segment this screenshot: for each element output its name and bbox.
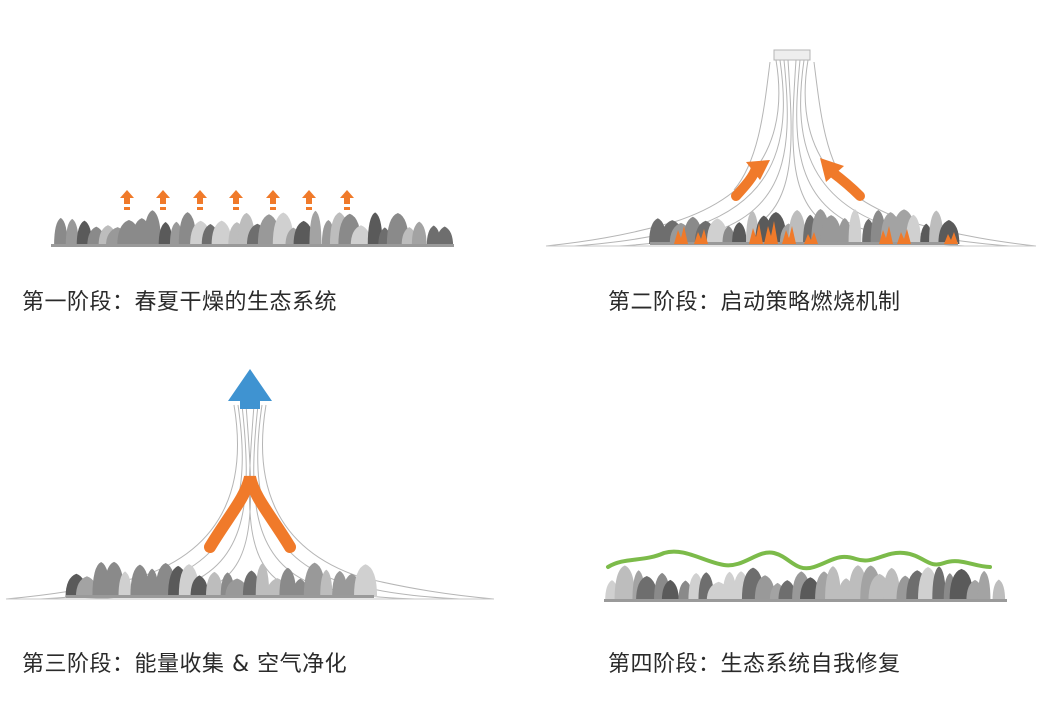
tree-icon [190, 575, 209, 597]
forest-strip [649, 209, 960, 245]
tree-icon [932, 566, 946, 601]
tree-icon [303, 562, 326, 597]
tree-icon [255, 563, 270, 597]
stage-2-diagram [545, 49, 1037, 247]
stage-2-panel: 第二阶段：启动策略燃烧机制 [524, 0, 1048, 357]
tree-icon [905, 214, 921, 244]
heat-arrow-icon [340, 190, 354, 210]
regrowth-canopy-line [606, 549, 992, 571]
tree-icon [367, 212, 383, 246]
stage-1-diagram [51, 190, 454, 247]
tree-icon [205, 571, 223, 597]
tree-icon [661, 579, 679, 601]
forest-strip [604, 565, 1007, 602]
flames [674, 221, 958, 244]
forest-strip [51, 210, 454, 247]
updraft-arrow [204, 369, 296, 553]
tree-icon [320, 569, 333, 597]
tree-icon [411, 221, 427, 246]
tree-icon [614, 565, 636, 601]
tree-icon [722, 225, 735, 244]
stage-caption: 第二阶段：启动策略燃烧机制 [608, 290, 901, 315]
tree-icon [977, 570, 991, 601]
tree-icon [350, 225, 372, 246]
stage-caption: 第三阶段：能量收集 & 空气净化 [22, 652, 348, 677]
stage-3-diagram [5, 369, 495, 600]
rising-heat-markers [120, 190, 354, 210]
tree-icon [309, 210, 322, 246]
up-arrow-icon [228, 369, 272, 409]
tree-icon [130, 564, 150, 597]
heat-arrow-icon [302, 190, 316, 210]
forest-strip [65, 561, 378, 598]
tree-icon [118, 571, 132, 597]
tree-icon [65, 218, 79, 246]
chimney-structure [545, 49, 1037, 247]
tree-icon [158, 222, 173, 246]
tree-icon [54, 217, 68, 246]
stage-caption: 第四阶段：生态系统自我修复 [608, 652, 901, 677]
tree-icon [436, 226, 454, 246]
tree-icon [293, 220, 314, 246]
tree-icon [820, 215, 842, 244]
curved-arrow-icon [827, 167, 865, 201]
tree-icon [992, 579, 1006, 601]
ground-line [66, 595, 374, 598]
ground-line [650, 242, 958, 245]
tree-icon [837, 218, 852, 244]
tree-icon [778, 580, 797, 601]
tree-icon [75, 576, 98, 597]
heat-arrow-icon [193, 190, 207, 210]
stage-4-panel: 第四阶段：生态系统自我修复 [524, 357, 1048, 715]
tree-icon [279, 567, 297, 597]
tree-icon [825, 566, 841, 601]
heat-arrow-icon [229, 190, 243, 210]
ground-line [604, 599, 1007, 602]
stage-4-diagram [604, 549, 1007, 602]
heat-arrow-icon [156, 190, 170, 210]
stage-caption: 第一阶段：春夏干燥的生态系统 [22, 290, 338, 315]
ground-line [51, 244, 454, 247]
stage-3-panel: 第三阶段：能量收集 & 空气净化 [0, 357, 524, 715]
tree-icon [754, 575, 776, 601]
tree-icon [353, 564, 378, 597]
tree-icon [848, 209, 862, 244]
tree-icon [211, 220, 232, 246]
tree-icon [883, 567, 901, 601]
tree-icon [732, 222, 747, 244]
tree-icon [636, 575, 658, 601]
stage-1-panel: 第一阶段：春夏干燥的生态系统 [0, 0, 524, 357]
heat-arrow-icon [266, 190, 280, 210]
tree-icon [706, 218, 728, 244]
tree-icon [242, 570, 260, 597]
heat-arrow-icon [120, 190, 134, 210]
tree-icon [143, 210, 162, 246]
